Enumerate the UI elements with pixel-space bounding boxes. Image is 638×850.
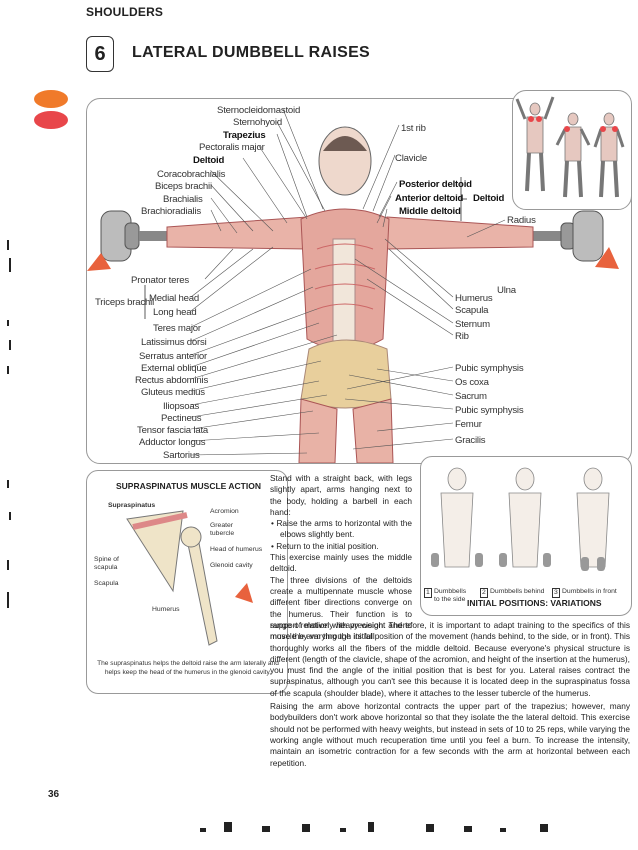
label-long-head: Long head	[153, 307, 197, 318]
variation-2-number: 2	[480, 588, 488, 598]
variations-illustration	[431, 467, 610, 571]
label-sternohyoid: Sternohyoid	[233, 117, 283, 128]
paragraph-2: The three divisions of the deltoids crea…	[270, 574, 412, 642]
label-teres-major: Teres major	[153, 323, 201, 334]
label-supraspinatus: Supraspinatus	[108, 502, 156, 509]
label-radius: Radius	[507, 215, 536, 226]
label-posterior-deltoid: Posterior deltoid	[399, 179, 472, 190]
main-anatomy-figure: Sternocleidomastoid Sternohyoid Trapeziu…	[86, 98, 632, 464]
label-humerus: Humerus	[455, 293, 493, 304]
label-serratus-anterior: Serratus anterior	[139, 351, 208, 362]
anatomy-illustration	[87, 108, 619, 463]
label-gluteus-medius: Gluteus medius	[141, 387, 205, 398]
variation-3-number: 3	[552, 588, 560, 598]
label-deltoid-left: Deltoid	[193, 155, 225, 166]
step-1-text: Raise the arms to horizontal with the el…	[276, 518, 412, 540]
red-dot	[34, 111, 68, 129]
label-middle-deltoid: Middle deltoid	[399, 206, 461, 217]
label-scapula-inset: Scapula	[94, 580, 119, 587]
step-2: • Return to the initial position.	[271, 540, 379, 551]
label-greater-tubercle: Greater tubercle	[210, 522, 235, 537]
label-anterior-deltoid: Anterior deltoid	[395, 193, 464, 204]
label-sartorius: Sartorius	[163, 450, 200, 461]
label-triceps-brachii: Triceps brachii	[95, 297, 155, 308]
label-iliopsoas: Iliopsoas	[163, 401, 200, 412]
label-external-oblique: External oblique	[141, 363, 207, 374]
label-pectoralis-major: Pectoralis major	[199, 142, 265, 153]
text-column-narrow: Stand with a straight back, with legs sl…	[270, 473, 412, 642]
scan-bottom-marks	[200, 822, 548, 832]
label-coracobrachialis: Coracobrachialis	[157, 169, 226, 180]
label-pectineus: Pectineus	[161, 413, 202, 424]
label-brachioradialis: Brachioradialis	[141, 206, 201, 217]
paragraph-3: Raising the arm above horizontal contrac…	[270, 701, 630, 768]
label-spine-of-scapula: Spine of scapula	[94, 556, 119, 571]
label-femur: Femur	[455, 419, 482, 430]
label-ulna: Ulna	[497, 285, 516, 296]
label-trapezius: Trapezius	[223, 130, 266, 141]
shoulder-bones-illustration	[126, 510, 253, 646]
variations-title: INITIAL POSITIONS: VARIATIONS	[467, 598, 602, 608]
label-adductor-longus: Adductor longus	[139, 437, 206, 448]
label-sacrum: Sacrum	[455, 391, 487, 402]
label-sternum: Sternum	[455, 319, 490, 330]
supraspinatus-title: SUPRASPINATUS MUSCLE ACTION	[116, 481, 261, 491]
label-sternocleidomastoid: Sternocleidomastoid	[217, 105, 301, 116]
label-scapula: Scapula	[455, 305, 489, 316]
inset-back-views-illustration	[515, 96, 625, 198]
label-glenoid-cavity: Glenoid cavity	[210, 562, 253, 569]
label-clavicle: Clavicle	[395, 153, 427, 164]
step-1: • Raise the arms to horizontal with the …	[271, 518, 412, 540]
label-gracilis: Gracilis	[455, 435, 486, 446]
label-pronator-teres: Pronator teres	[131, 275, 189, 286]
label-tensor-fascia-lata: Tensor fascia lata	[137, 425, 209, 436]
label-biceps-brachii: Biceps brachii	[155, 181, 212, 192]
label-deltoid-right: Deltoid	[473, 193, 505, 204]
scan-margin-marks	[7, 240, 11, 608]
variations-figure	[420, 456, 632, 616]
intro-paragraph: Stand with a straight back, with legs sl…	[270, 473, 412, 517]
supraspinatus-figure	[86, 470, 288, 694]
label-rib: Rib	[455, 331, 469, 342]
exercise-title: LATERAL DUMBBELL RAISES	[132, 44, 371, 61]
paragraph-1: This exercise mainly uses the middle del…	[270, 552, 412, 574]
label-brachialis: Brachialis	[163, 194, 203, 205]
variation-1-number: 1	[424, 588, 432, 598]
paragraph-2-continued: range of motion with precision. Therefor…	[270, 620, 630, 698]
label-head-of-humerus: Head of humerus	[210, 546, 263, 553]
text-column-wide: range of motion with precision. Therefor…	[270, 620, 630, 769]
inset-figure	[512, 90, 632, 210]
label-medial-head: Medial head	[149, 293, 200, 304]
step-2-text: Return to the initial position.	[276, 540, 379, 551]
variation-2-label: Dumbbells behind	[490, 588, 545, 595]
label-latissimus-dorsi: Latissimus dorsi	[141, 337, 207, 348]
label-pubic-symphysis-1: Pubic symphysis	[455, 363, 524, 374]
supraspinatus-caption: The supraspinatus helps the deltoid rais…	[97, 660, 279, 676]
label-rectus-abdominis: Rectus abdominis	[135, 375, 209, 386]
label-humerus-inset: Humerus	[152, 606, 180, 613]
variation-1-label: Dumbbells to the side	[434, 588, 467, 603]
label-1st-rib: 1st rib	[401, 123, 426, 134]
section-heading: SHOULDERS	[86, 5, 164, 19]
variation-3-label: Dumbbells in front	[562, 588, 617, 595]
label-os-coxa: Os coxa	[455, 377, 489, 388]
page-number: 36	[48, 789, 60, 800]
orange-dot	[34, 90, 68, 108]
label-pubic-symphysis-2: Pubic symphysis	[455, 405, 524, 416]
exercise-number: 6	[86, 36, 114, 72]
label-acromion: Acromion	[210, 508, 239, 515]
